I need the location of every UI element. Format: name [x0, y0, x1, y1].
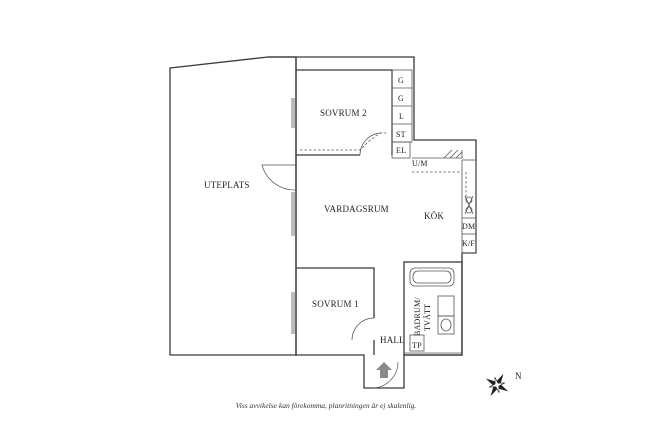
floor-plan: UTEPLATS SOVRUM 2 VARDAGSRUM KÖK SOVRUM … [169, 56, 522, 397]
room-label-sovrum2: SOVRUM 2 [320, 108, 367, 118]
room-label-badrum-line1: BADRUM/ [413, 297, 422, 336]
room-label-uteplats: UTEPLATS [204, 180, 250, 190]
entrance-arrow-icon [376, 362, 392, 378]
el-cabinet [391, 141, 411, 159]
stove [464, 195, 474, 215]
bathtub [409, 267, 455, 287]
terrace-outline [169, 56, 297, 356]
entrance-door-swing [371, 361, 399, 389]
room-label-badrum-line2: TVÄTT [423, 304, 432, 331]
um-hatch [443, 149, 463, 159]
sink [437, 315, 455, 335]
bedroom1-walls [296, 267, 375, 318]
closet-label-st: ST [396, 130, 406, 139]
washing-machine [437, 295, 455, 317]
room-label-sovrum1: SOVRUM 1 [312, 299, 359, 309]
closet-label-kf: K/F [462, 239, 475, 248]
kitchen-side-counter [461, 159, 477, 254]
compass-north-label: N [515, 371, 522, 381]
bedroom2-door-swing [359, 132, 383, 156]
closet-label-g1: G [398, 76, 404, 85]
disclaimer-caption: Viss avvikelse kan förekomma, planritnin… [235, 401, 417, 410]
toilet-area [409, 334, 425, 352]
closet-label-um: U/M [412, 159, 428, 168]
room-label-vardagsrum: VARDAGSRUM [324, 204, 389, 214]
closet-label-g2: G [398, 94, 404, 103]
windows [291, 98, 295, 334]
closet-label-tp: TP [412, 341, 422, 350]
bathroom-walls [403, 261, 463, 356]
closet-label-dm: DM [462, 222, 475, 231]
closet-label-el: EL [396, 146, 406, 155]
room-label-kok: KÖK [424, 211, 444, 221]
kitchen-counter-top [412, 150, 463, 159]
bedroom1-door-swing [351, 317, 375, 341]
bedroom2-dashed-line [300, 132, 388, 151]
compass-icon [485, 373, 509, 397]
terrace-door-swing [261, 164, 297, 191]
closet-label-l: L [399, 112, 404, 121]
room-label-hall: HALL [380, 335, 405, 345]
apartment-outline [268, 56, 477, 389]
